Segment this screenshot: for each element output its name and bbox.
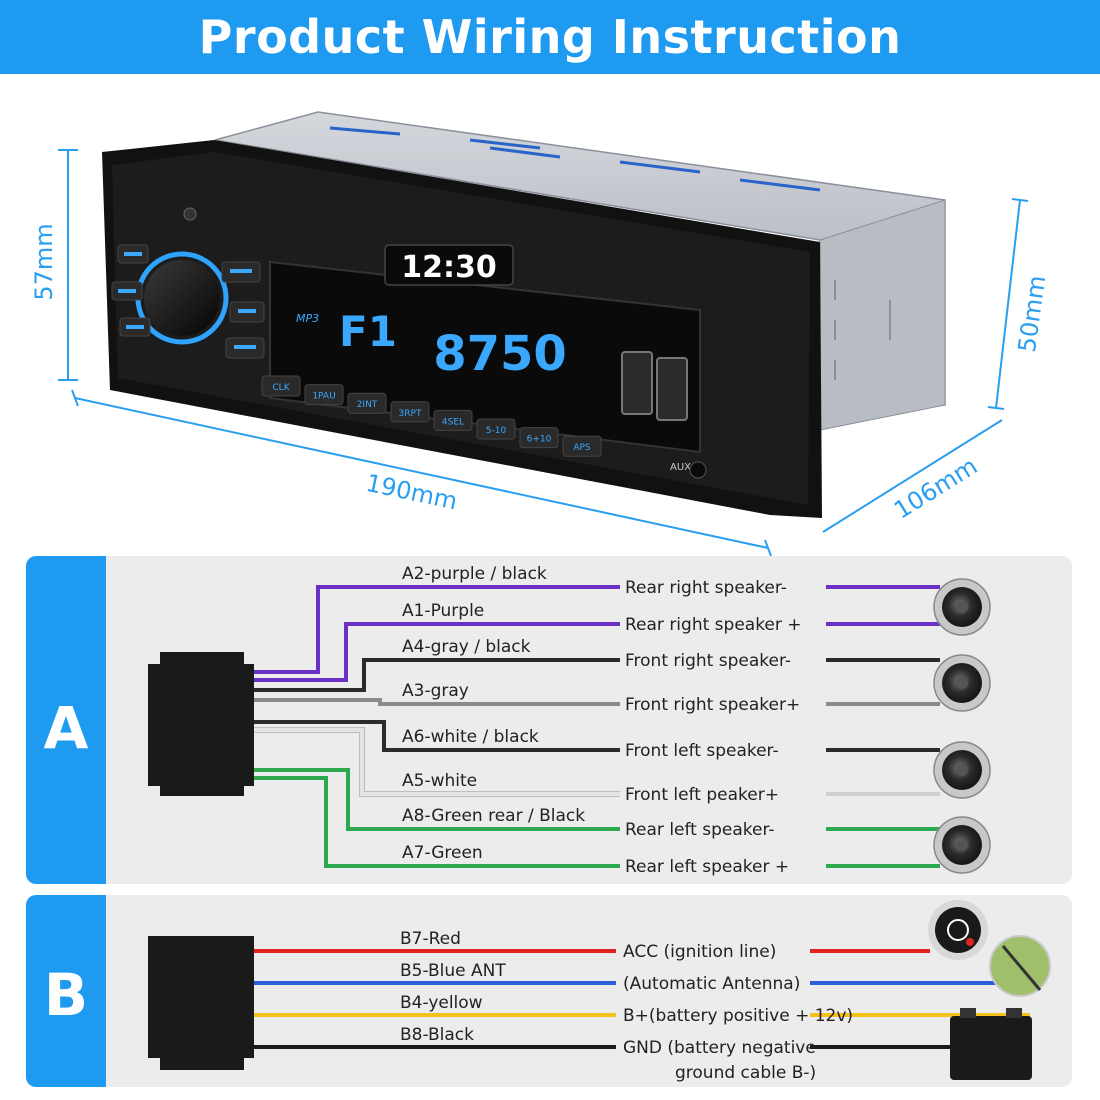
preset-label-2: 1PAU [312,392,335,402]
wire-b-function-1: ACC (ignition line) [623,942,776,962]
wire-a-label-8: A7-Green [402,843,483,863]
dimension-depth: 106mm [889,452,982,525]
wire-a-function-1: Rear right speaker- [625,578,787,598]
wire-b-function-4: GND (battery negative [623,1038,816,1058]
wire-a-function-4: Front right speaker+ [625,695,800,715]
dimension-height-front: 57mm [30,223,58,300]
connector-b [148,936,254,1070]
preset-button-3 [347,392,387,414]
preset-button-6 [476,418,516,440]
wire-b-function-3: B+(battery positive + 12v) [623,1006,853,1026]
panel-b [26,895,1072,1087]
wire-b-label-3: B4-yellow [400,993,483,1013]
wire-b-function-2: (Automatic Antenna) [623,974,800,994]
wire-a-function-3: Front right speaker- [625,651,791,671]
wire-a-1 [254,585,620,674]
wire-a-4 [254,698,620,706]
wire-a-5 [254,720,620,752]
wire-a-3 [254,658,620,692]
panel-a-tab [26,556,106,884]
aux-jack [689,461,707,479]
wire-a-function-2: Rear right speaker + [625,615,802,635]
wire-a-label-2: A1-Purple [402,601,484,621]
wire-a-function-6: Front left peaker+ [625,785,779,805]
preset-label-5: 4SEL [442,417,464,427]
wire-b-function-4b: ground cable B-) [675,1063,816,1083]
wire-a-label-5: A6-white / black [402,727,539,747]
wire-a-7 [254,768,620,831]
speaker-icon-1 [933,578,991,636]
preset-label-4: 3RPT [399,409,422,419]
wire-a-label-4: A3-gray [402,681,469,701]
wire-b-label-1: B7-Red [400,929,461,949]
title-banner: Product Wiring Instruction [0,0,1100,74]
usb-port-2 [656,357,688,421]
antenna-icon [989,935,1051,997]
preset-button-2 [304,384,344,406]
preset-label-1: CLK [272,383,290,393]
display-band: F1 [339,307,397,356]
display-clock: 12:30 [401,250,497,285]
speaker-icon-3 [933,741,991,799]
wire-a-function-7: Rear left speaker- [625,820,775,840]
preset-label-6: 5-10 [486,426,507,436]
wire-a-label-7: A8-Green rear / Black [402,806,585,826]
wire-a-function-5: Front left speaker- [625,741,779,761]
aux-label: AUX [670,462,691,473]
speaker-icon-2 [933,654,991,712]
wire-a-2 [254,622,620,682]
panel-a-letter: A [44,694,89,762]
preset-button-7 [519,427,559,449]
preset-button-4 [390,401,430,423]
display-frequency: 8750 [433,326,567,382]
wire-a-function-8: Rear left speaker + [625,857,789,877]
volume-knob [144,260,220,336]
preset-label-3: 2INT [357,400,378,410]
connector-a [148,652,254,796]
dimension-lines [58,149,1029,557]
display-mp3: MP3 [296,312,319,325]
panel-b-letter: B [44,961,88,1029]
page-title: Product Wiring Instruction [198,10,902,64]
wire-a-label-6: A5-white [402,771,477,791]
ignition-icon [928,900,988,960]
wire-b-label-2: B5-Blue ANT [400,961,506,981]
wire-a-label-3: A4-gray / black [402,637,531,657]
wire-b-label-4: B8-Black [400,1025,474,1045]
panel-b-tab [26,895,106,1087]
preset-button-1 [261,375,301,397]
preset-button-8 [562,435,602,457]
wire-a-8 [254,776,620,868]
panel-a [26,556,1072,884]
speaker-icon-4 [933,816,991,874]
car-radio-illustration: 12:30 F1 8750 MP3 CLK 1PAU 2INT 3RPT 4SEL 5-1… [102,111,946,518]
preset-button-5 [433,409,473,431]
preset-label-8: APS [573,443,591,453]
wire-a-label-1: A2-purple / black [402,564,547,584]
usb-port-1 [621,351,653,415]
dimension-width: 190mm [363,469,459,516]
battery-icon [950,1008,1032,1080]
preset-label-7: 6+10 [527,435,552,445]
mic-hole [183,207,197,221]
dimension-height-rear: 50mm [1013,274,1051,354]
wire-a-6 [254,728,620,796]
